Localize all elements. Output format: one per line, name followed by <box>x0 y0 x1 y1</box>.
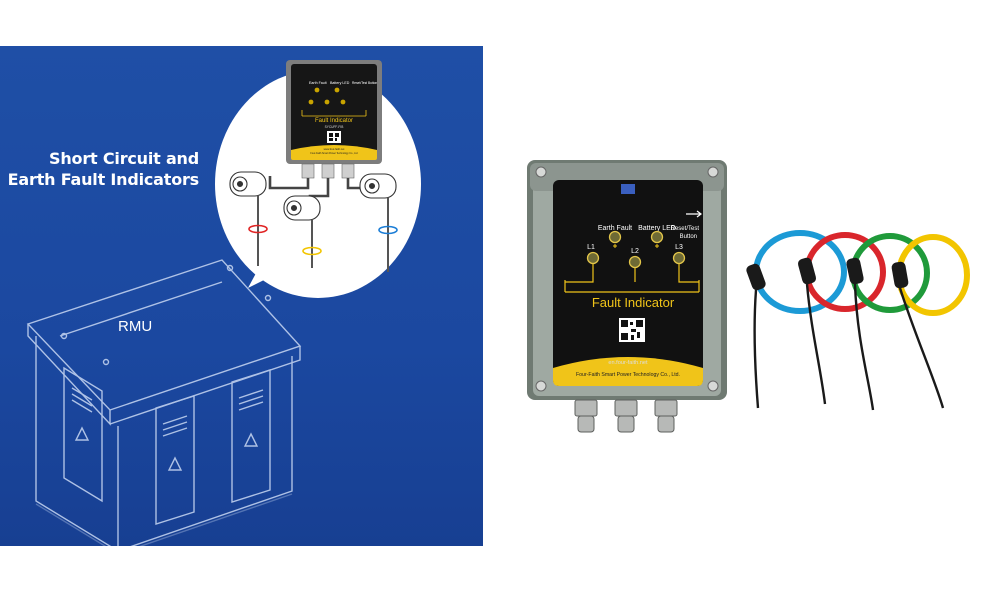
heading-line-2: Earth Fault Indicators <box>7 170 200 189</box>
qr-code <box>619 318 645 342</box>
mini-device-company: Four-Faith Smart Power Technology Co., L… <box>310 152 358 155</box>
fault-indicator-device: Earth Fault Battery LED Reset/Test Butto… <box>527 160 727 433</box>
rmu-label: RMU <box>118 318 153 335</box>
mini-device-website: www.four-faith.net <box>324 147 345 151</box>
label-reset: Reset/Test <box>671 226 700 232</box>
illustration-drawing: Earth Fault Battery LED Reset/Test Butto… <box>26 60 421 546</box>
mini-device-drawing: Earth Fault Battery LED Reset/Test Butto… <box>229 60 398 272</box>
ring-green <box>850 233 930 313</box>
mini-label-battery-led: Battery LED <box>330 81 350 85</box>
label-l2: L2 <box>631 248 639 255</box>
l1-led <box>586 251 600 265</box>
device-title: Fault Indicator <box>592 295 675 310</box>
brand-logo <box>621 184 635 194</box>
device-company: Four-Faith Smart Power Technology Co., L… <box>576 372 680 378</box>
yellow-band <box>553 357 703 386</box>
cable-glands <box>574 399 678 433</box>
label-button: Button <box>680 234 697 240</box>
l3-led <box>672 251 686 265</box>
product-photo: Earth Fault Battery LED Reset/Test Butto… <box>527 160 970 433</box>
l2-led <box>628 255 642 269</box>
device-face-label <box>553 180 703 386</box>
label-battery-led: Battery LED <box>638 225 676 232</box>
mini-label-earth-fault: Earth Fault <box>309 81 327 85</box>
device-website: en.four-faith.net <box>608 360 648 366</box>
heading-line-1: Short Circuit and <box>49 149 199 168</box>
battery-led <box>650 230 664 244</box>
mini-device-model: SYCUFF-FIB <box>325 125 344 129</box>
label-earth-fault: Earth Fault <box>598 225 632 232</box>
mini-yellow-ring <box>302 246 322 256</box>
label-l1: L1 <box>587 244 595 251</box>
mini-device-title: Fault Indicator <box>315 118 353 124</box>
ring-yellow <box>896 234 970 316</box>
mini-blue-ring <box>378 225 398 235</box>
arrow-right-icon <box>686 210 702 218</box>
mini-red-ring <box>248 224 268 234</box>
earth-fault-led <box>608 230 622 244</box>
label-l3: L3 <box>675 244 683 251</box>
rmu-cabinet-drawing <box>26 259 302 546</box>
mini-label-reset-test: Reset/Test Button <box>352 81 377 85</box>
current-sensor-rings <box>746 230 970 411</box>
illustration-panel: Earth Fault Battery LED Reset/Test Butto… <box>0 46 483 546</box>
ring-blue <box>753 230 847 314</box>
